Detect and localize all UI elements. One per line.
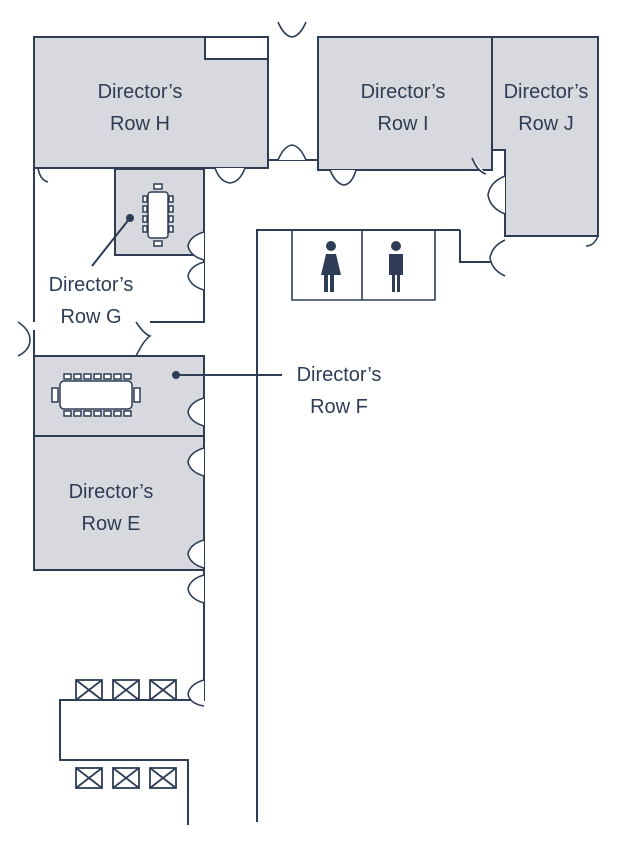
label-row-i: Director’s Row I xyxy=(343,76,463,140)
label-row-i-line1: Director’s xyxy=(360,81,446,103)
storage-crate-icons xyxy=(75,679,177,789)
label-row-h-line1: Director’s xyxy=(97,81,183,103)
label-row-e-line2: Row E xyxy=(81,513,141,535)
conference-table-icon-row-f xyxy=(51,373,141,417)
room-row-i[interactable] xyxy=(317,36,493,171)
main-hall-wall xyxy=(256,229,505,822)
leader-line-row-f xyxy=(172,371,282,379)
room-row-h-closet xyxy=(204,36,269,60)
corridor-wall-west-hall xyxy=(59,570,205,825)
label-row-e-line1: Director’s xyxy=(68,481,154,503)
label-row-g-line2: Row G xyxy=(60,306,122,328)
room-row-j[interactable] xyxy=(491,36,599,237)
restroom-block xyxy=(291,230,436,301)
label-row-j-line2: Row J xyxy=(518,113,574,135)
label-row-f: Director’s Row F xyxy=(279,359,399,423)
label-row-f-line2: Row F xyxy=(310,396,368,418)
label-row-i-line2: Row I xyxy=(377,113,429,135)
room-row-e[interactable] xyxy=(33,435,205,571)
womens-restroom-icon xyxy=(321,241,341,292)
label-row-j-line1: Director’s xyxy=(503,81,589,103)
label-row-e: Director’s Row E xyxy=(51,476,171,540)
label-row-g: Director’s Row G xyxy=(31,269,151,333)
label-row-h-line2: Row H xyxy=(109,113,170,135)
label-row-f-line1: Director’s xyxy=(296,364,382,386)
leader-line-row-g xyxy=(91,214,134,267)
doors xyxy=(17,21,599,707)
label-row-j: Director’s Row J xyxy=(486,76,606,140)
mens-restroom-icon xyxy=(389,241,403,292)
north-corridor-wall xyxy=(267,37,319,161)
label-row-h: Director’s Row H xyxy=(80,76,200,140)
label-row-g-line1: Director’s xyxy=(48,274,134,296)
conference-table-icon-row-g xyxy=(142,183,174,247)
